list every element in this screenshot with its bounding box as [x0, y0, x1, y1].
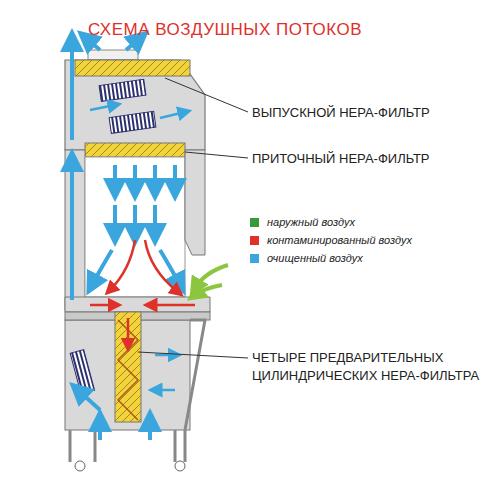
legend-swatch — [250, 218, 259, 227]
legend-text: контаминированный воздух — [267, 234, 412, 246]
callout-label: ВЫПУСКНОЙ НЕРА-ФИЛЬТР — [252, 104, 430, 122]
legend-swatch — [250, 254, 259, 263]
legend-row: наружный воздух — [250, 216, 355, 228]
legend-row: очищенный воздух — [250, 252, 363, 264]
legend-swatch — [250, 236, 259, 245]
callout-label: ПРИТОЧНЫЙ НЕРА-ФИЛЬТР — [252, 150, 430, 168]
legend-row: контаминированный воздух — [250, 234, 412, 246]
diagram-title: СХЕМА ВОЗДУШНЫХ ПОТОКОВ — [88, 20, 362, 40]
legend-text: наружный воздух — [267, 216, 355, 228]
legend-text: очищенный воздух — [267, 252, 363, 264]
callout-label: ЧЕТЫРЕ ПРЕДВАРИТЕЛЬНЫХ ЦИЛИНДРИЧЕСКИХ НЕ… — [252, 349, 488, 385]
